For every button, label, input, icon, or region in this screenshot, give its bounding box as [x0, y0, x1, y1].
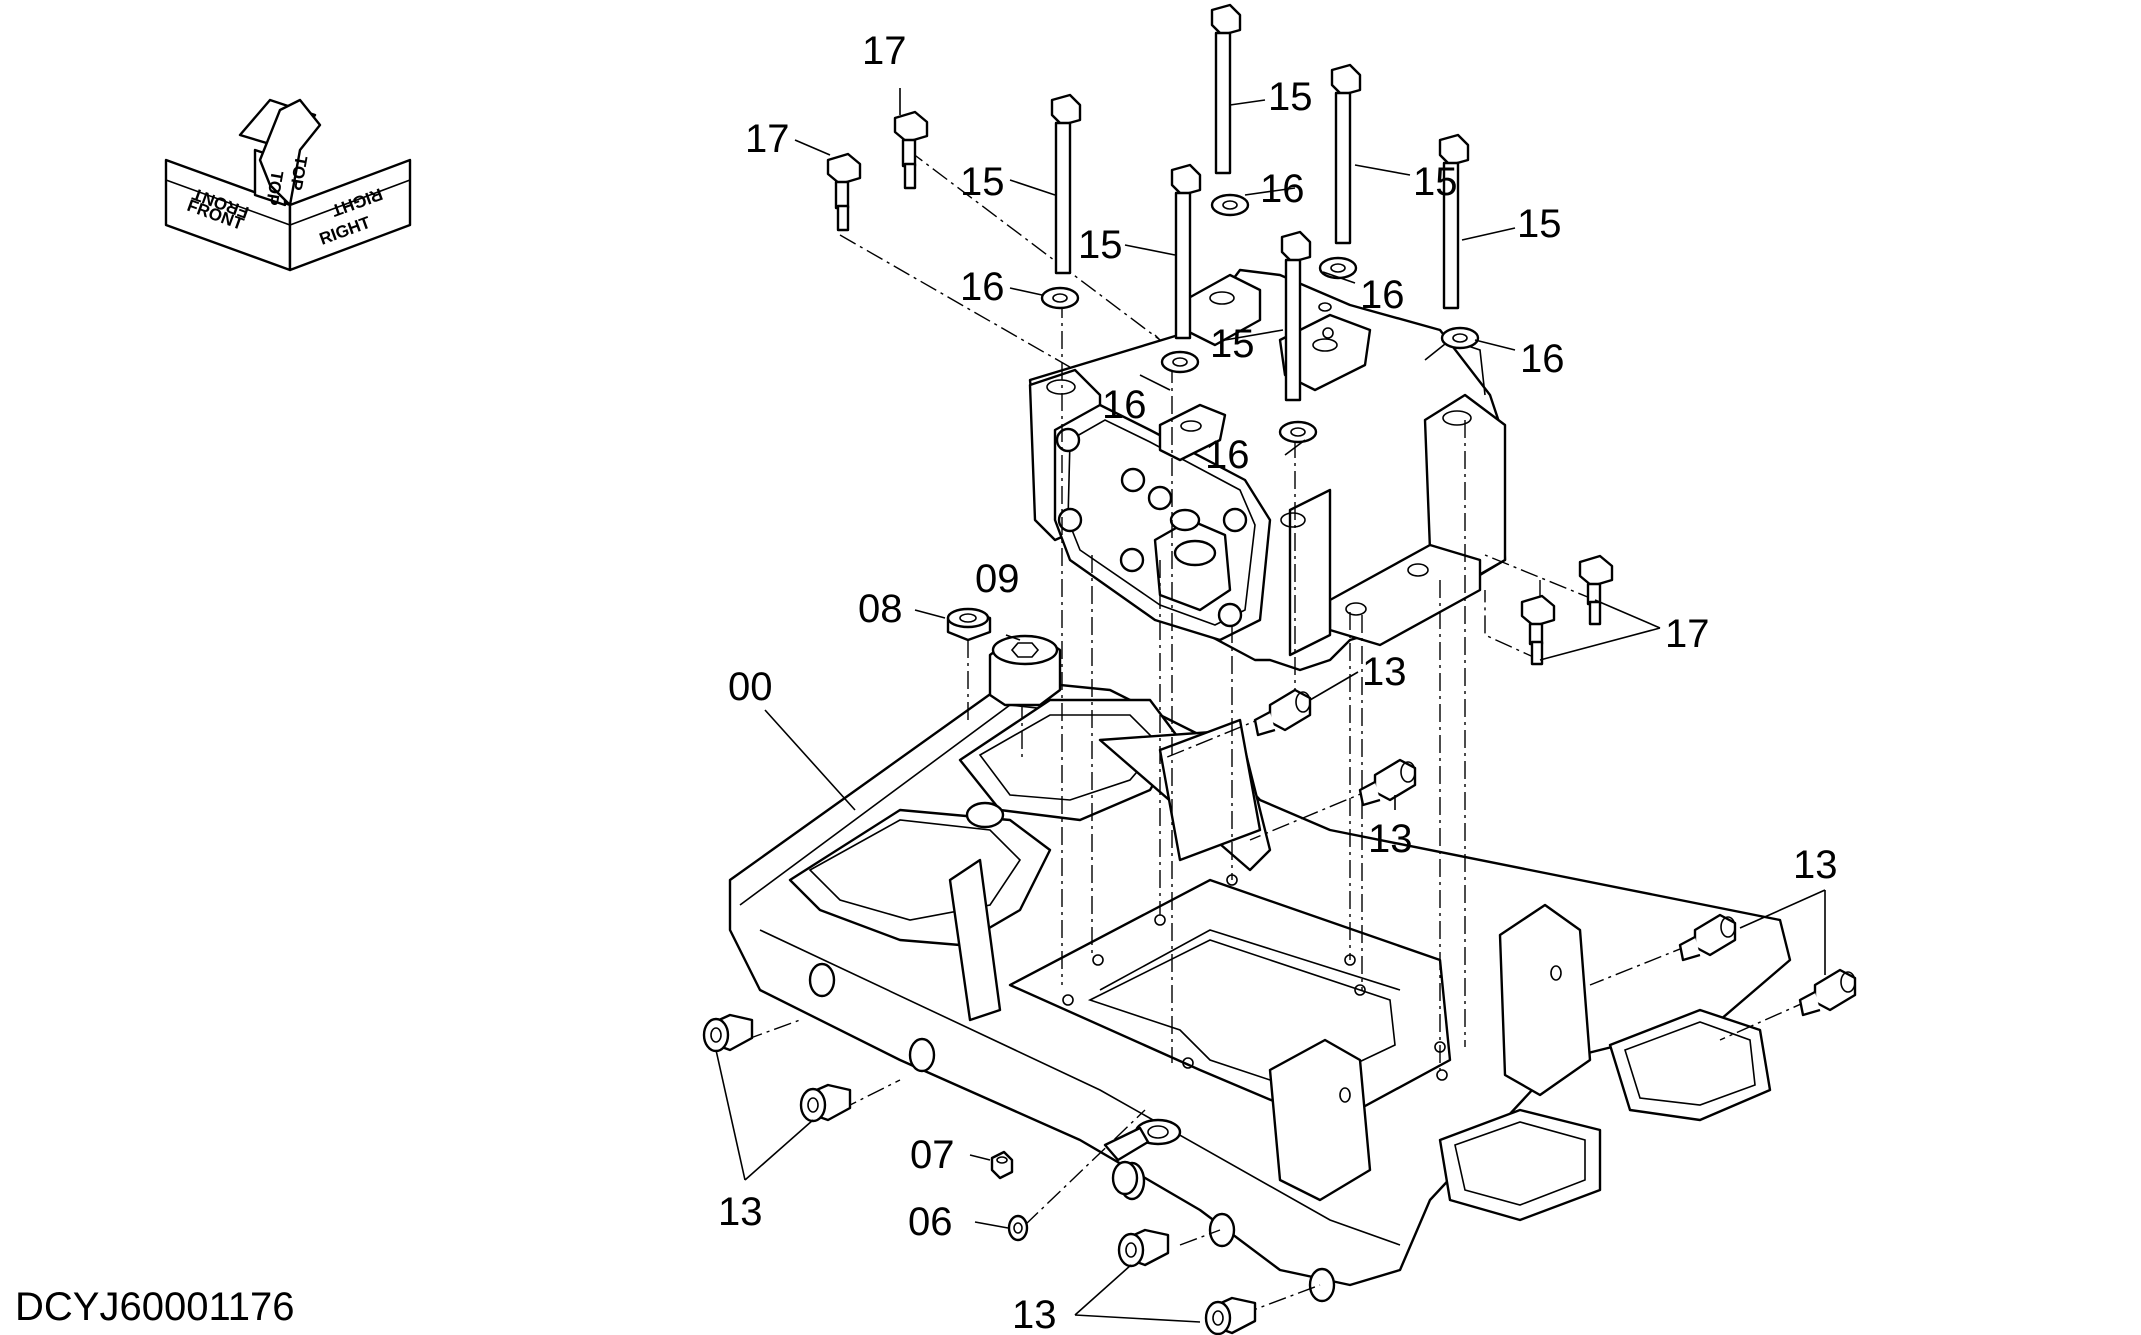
callout-09: 09: [975, 557, 1020, 601]
callout-13: 13: [718, 1190, 763, 1234]
callout-15: 15: [1268, 75, 1313, 119]
bolt-15-e: [1330, 63, 1362, 245]
callout-labels: 17 17 17 15 15 15 15 15 15 16 16 16 16 1…: [718, 29, 1838, 1335]
callout-16: 16: [1520, 337, 1565, 381]
callout-16: 16: [1205, 433, 1250, 477]
callout-13: 13: [1012, 1293, 1057, 1335]
callout-17: 17: [1665, 612, 1710, 656]
base-plate: [728, 678, 1792, 1303]
callout-13: 13: [1793, 843, 1838, 887]
cap-screw-13-h: [1204, 1296, 1257, 1335]
bolt-15-d: [1280, 230, 1312, 402]
control-valve-block: [1028, 268, 1507, 672]
callout-13: 13: [1368, 817, 1413, 861]
bolt-17-b: [893, 110, 929, 190]
callout-15: 15: [960, 160, 1005, 204]
bolt-15-a: [1050, 93, 1082, 275]
callout-17: 17: [745, 117, 790, 161]
callout-00: 00: [728, 665, 773, 709]
washer-08: [946, 607, 992, 642]
drawing-number: DCYJ60001176: [15, 1285, 294, 1329]
callout-15: 15: [1078, 223, 1123, 267]
cap-screws-13: [702, 688, 1857, 1335]
cap-screw-13-e: [702, 1013, 754, 1053]
callout-16: 16: [1260, 167, 1305, 211]
cap-screw-13-d: [1798, 968, 1857, 1017]
callout-15: 15: [1517, 202, 1562, 246]
clip-bracket: [1103, 1126, 1150, 1196]
cap-screw-13-a: [1253, 688, 1312, 737]
cap-screw-13-c: [1678, 913, 1737, 962]
bolt-17-d: [1578, 554, 1614, 626]
callout-08: 08: [858, 587, 903, 631]
bolt-15-c: [1210, 3, 1242, 175]
callout-16: 16: [1360, 273, 1405, 317]
orientation-symbol: FRONT FRONT TOP TOP RIGHT RIGHT: [164, 98, 412, 272]
callout-15: 15: [1210, 322, 1255, 366]
callout-16: 16: [960, 265, 1005, 309]
washer-06: [1007, 1214, 1029, 1242]
cap-screw-13-b: [1358, 758, 1417, 807]
callout-06: 06: [908, 1200, 953, 1244]
callout-16: 16: [1102, 383, 1147, 427]
flange-bolts-17: [826, 110, 1614, 666]
bolt-15-b: [1170, 163, 1202, 340]
cap-screw-13-g: [1117, 1228, 1170, 1268]
washers-16: [1040, 193, 1480, 444]
plug-09: [988, 634, 1062, 707]
leader-lines: [715, 88, 1826, 1323]
bolt-15-f: [1438, 133, 1470, 310]
callout-07: 07: [910, 1133, 955, 1177]
cap-screw-13-f: [799, 1083, 852, 1123]
callout-15: 15: [1413, 160, 1458, 204]
long-bolts-15: [1050, 3, 1470, 402]
callout-17: 17: [862, 29, 907, 73]
bolt-17-c: [1520, 594, 1556, 666]
nut-07: [990, 1150, 1014, 1180]
callout-13: 13: [1362, 650, 1407, 694]
bolt-17-a: [826, 152, 862, 232]
